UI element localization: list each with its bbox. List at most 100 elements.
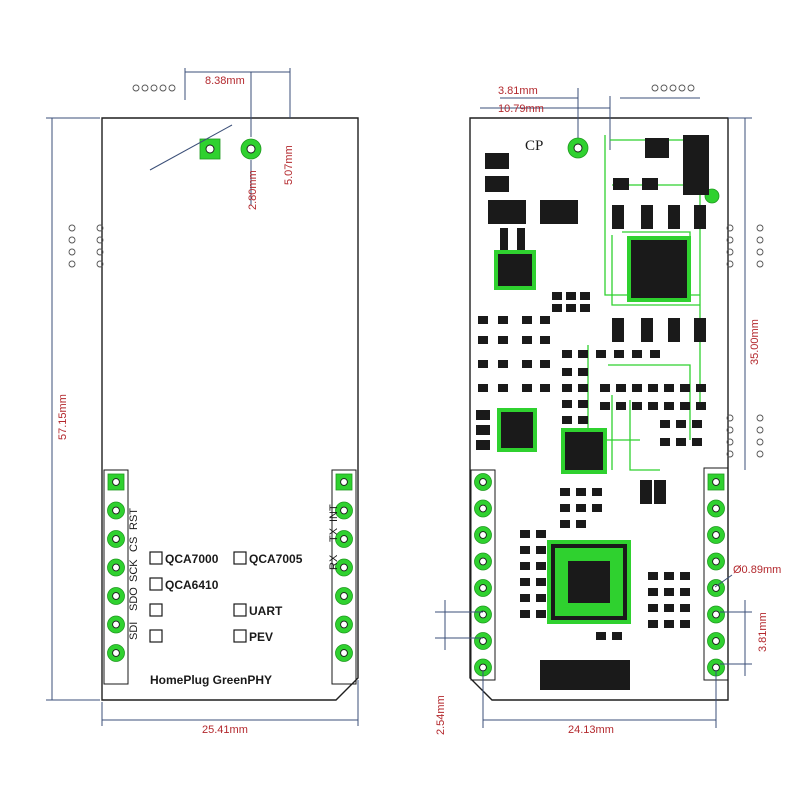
front-left-pad-hole-1 — [112, 478, 120, 486]
smd-cap-19 — [580, 292, 590, 300]
smd-cap-48 — [664, 402, 674, 410]
comp-r8 — [641, 318, 653, 342]
smd-cap-29 — [562, 368, 572, 376]
smd-cap-58 — [576, 488, 586, 496]
smd-cap-62 — [592, 504, 602, 512]
smd-cap-27 — [632, 350, 642, 358]
smd-cap-53 — [692, 420, 702, 428]
front-right-pad-hole-2 — [340, 506, 348, 515]
comp-main-chip-pin1 — [562, 607, 570, 615]
comp-c6 — [476, 440, 490, 450]
comp-d2 — [540, 200, 578, 224]
front-right-pad-hole-5 — [340, 592, 348, 600]
smd-cap-76 — [536, 610, 546, 618]
smd-cap-20 — [552, 304, 562, 312]
back-left-pads — [474, 473, 492, 677]
top-square-pad-hole — [205, 144, 215, 154]
dim-top-a: 3.81mm — [498, 85, 538, 97]
smd-cap-8 — [540, 336, 550, 344]
back-left-pad-hole-5 — [479, 584, 487, 592]
front-right-pad-hole-6 — [340, 620, 348, 629]
top-round-pad-hole — [246, 144, 256, 154]
smd-cap-87 — [664, 620, 674, 628]
front-right-pad-hole-3 — [340, 535, 348, 543]
dim-pitch-left: 2.54mm — [435, 695, 447, 735]
smd-cap-23 — [562, 350, 572, 358]
comp-inductor-large — [683, 135, 709, 195]
front-board-outline — [101, 117, 359, 701]
smd-cap-89 — [596, 632, 606, 640]
pin-label-int: INT — [328, 504, 340, 522]
smd-cap-25 — [596, 350, 606, 358]
front-right-pad-hole-1 — [340, 478, 348, 486]
smd-cap-86 — [648, 620, 658, 628]
comp-r6 — [694, 205, 706, 229]
comp-c5 — [476, 425, 490, 435]
cp-pad-hole — [573, 143, 583, 153]
pin-label-tx: TX — [328, 527, 340, 542]
smd-cap-39 — [632, 384, 642, 392]
smd-cap-9 — [478, 360, 488, 368]
comp-ic-u5 — [565, 432, 603, 470]
dim-top-b: 10.79mm — [498, 103, 544, 115]
smd-cap-69 — [520, 562, 530, 570]
comp-r5 — [668, 205, 680, 229]
option-qca6410-checkbox — [149, 577, 163, 591]
back-right-pad-hole-2 — [712, 504, 720, 513]
smd-cap-1 — [478, 316, 488, 324]
dim-edge-offset: 5.07mm — [283, 145, 295, 185]
smd-cap-50 — [696, 402, 706, 410]
smd-cap-49 — [680, 402, 690, 410]
pin-label-sdo: SDO — [128, 587, 140, 611]
option-qca7000-label: QCA7000 — [165, 552, 219, 566]
dim-height: 57.15mm — [57, 394, 69, 440]
smd-cap-77 — [648, 572, 658, 580]
back-right-pad-hole-7 — [712, 637, 720, 645]
smd-cap-79 — [680, 572, 690, 580]
comp-r9 — [668, 318, 680, 342]
smd-cap-26 — [614, 350, 624, 358]
smd-cap-38 — [616, 384, 626, 392]
smd-cap-6 — [540, 316, 550, 324]
option-qca7005-checkbox — [233, 551, 247, 565]
back-view: 3.81mm 10.79mm CP — [435, 84, 781, 736]
smd-cap-13 — [478, 384, 488, 392]
option-uart-checkbox — [233, 603, 247, 617]
pin-label-sdi: SDI — [128, 622, 140, 640]
smd-cap-73 — [520, 594, 530, 602]
pin-label-rx: RX — [328, 554, 340, 570]
smd-cap-80 — [648, 588, 658, 596]
smd-cap-28 — [650, 350, 660, 358]
smd-cap-18 — [566, 292, 576, 300]
smd-cap-36 — [578, 416, 588, 424]
dim-right-height: 35.00mm — [749, 319, 761, 365]
option-qca7005-label: QCA7005 — [249, 552, 303, 566]
smd-cap-64 — [576, 520, 586, 528]
smd-cap-47 — [648, 402, 658, 410]
pin-label-rst: RST — [128, 508, 140, 530]
back-left-pad-hole-7 — [479, 637, 487, 645]
front-right-pads — [335, 473, 353, 662]
dim-width: 25.41mm — [202, 724, 248, 736]
comp-r12 — [654, 480, 666, 504]
dim-pitch-right: 3.81mm — [757, 612, 769, 652]
option-blank-2-checkbox — [149, 629, 163, 643]
front-left-header — [103, 469, 129, 685]
option-pev-checkbox — [233, 629, 247, 643]
comp-transformer — [631, 240, 687, 298]
smd-cap-52 — [676, 420, 686, 428]
smd-cap-46 — [632, 402, 642, 410]
silk-cp: CP — [525, 138, 543, 154]
comp-main-chip-die — [568, 561, 610, 603]
comp-bottom-array — [540, 660, 630, 690]
comp-r10 — [694, 318, 706, 342]
option-blank-1-checkbox — [149, 603, 163, 617]
smd-cap-72 — [536, 578, 546, 586]
smd-cap-12 — [540, 360, 550, 368]
dim-line-pad-diag — [149, 124, 233, 171]
comp-r3 — [612, 205, 624, 229]
dim-top-spacing: 8.38mm — [205, 75, 245, 87]
smd-cap-88 — [680, 620, 690, 628]
comp-c1 — [613, 178, 629, 190]
